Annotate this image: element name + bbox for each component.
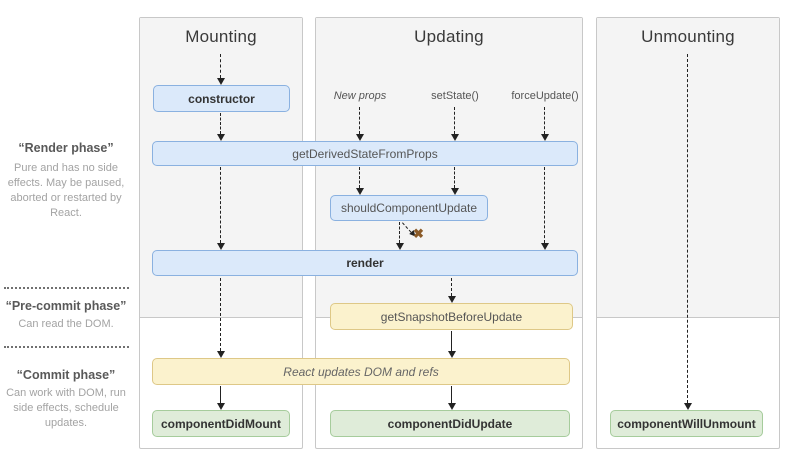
pre-commit-phase-description: Can read the DOM. (18, 318, 114, 330)
unmounting-column: Unmounting (596, 17, 780, 449)
render-phase-description: Pure and has no side effects. May be pau… (7, 162, 125, 219)
phase-divider (4, 346, 129, 348)
arrow-gdsfp-to-scu-right (451, 167, 460, 195)
commit-phase-title: “Commit phase” (16, 368, 116, 382)
render-phase-region (597, 18, 779, 318)
node-component-did-update[interactable]: componentDidUpdate (330, 410, 570, 437)
arrow-forceupdate-to-gdsfp (541, 107, 550, 141)
render-phase-title: “Render phase” (18, 141, 114, 155)
node-constructor[interactable]: constructor (153, 85, 290, 112)
commit-phase-description: Can work with DOM, run side effects, sch… (6, 387, 126, 429)
arrow-mounting-to-constructor (217, 54, 226, 85)
arrow-constructor-to-gdsfp (217, 113, 226, 141)
arrow-gdsfp-to-render-mounting (217, 167, 226, 250)
node-get-snapshot-before-update[interactable]: getSnapshotBeforeUpdate (330, 303, 573, 330)
setstate-label: setState() (431, 90, 479, 102)
arrow-gdsfp-to-scu-left (356, 167, 365, 195)
stop-icon: ✖ (413, 226, 424, 241)
node-component-did-mount[interactable]: componentDidMount (152, 410, 290, 437)
arrow-domupdate-to-did-mount (217, 386, 226, 410)
node-should-component-update[interactable]: shouldComponentUpdate (330, 195, 488, 221)
arrow-setstate-to-gdsfp (451, 107, 460, 141)
node-react-updates-dom: React updates DOM and refs (152, 358, 570, 385)
arrow-snapshot-to-domupdate (448, 331, 457, 358)
updating-column-title: Updating (414, 27, 484, 46)
node-render[interactable]: render (152, 250, 578, 276)
mounting-column-title: Mounting (185, 27, 257, 46)
arrow-render-to-snapshot (448, 278, 457, 303)
arrow-newprops-to-gdsfp (356, 107, 365, 141)
arrow-unmounting-to-will-unmount (684, 54, 693, 410)
arrow-render-to-domupdate-mounting (217, 278, 226, 358)
arrow-scu-to-render (396, 222, 405, 250)
phase-divider (4, 287, 129, 289)
forceupdate-label: forceUpdate() (511, 90, 579, 102)
arrow-forceupdate-to-render (541, 167, 550, 250)
pre-commit-phase-title: “Pre-commit phase” (5, 299, 127, 313)
unmounting-column-title: Unmounting (641, 27, 735, 46)
node-component-will-unmount[interactable]: componentWillUnmount (610, 410, 763, 437)
new-props-label: New props (333, 90, 387, 102)
node-get-derived-state-from-props[interactable]: getDerivedStateFromProps (152, 141, 578, 166)
arrow-domupdate-to-did-update (448, 386, 457, 410)
